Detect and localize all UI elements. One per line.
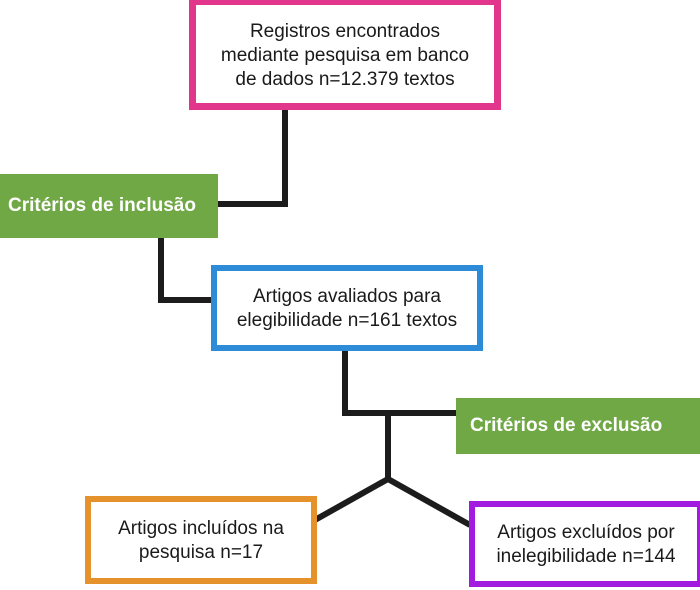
connector-split-to-included (304, 476, 390, 528)
connector-eligibility-to-exclusion (342, 351, 459, 416)
node-inclusion-criteria: Critérios de inclusão (0, 174, 218, 238)
node-records-identified: Registros encontrados mediante pesquisa … (189, 0, 501, 110)
node-articles-excluded-label: Artigos excluídos por inelegibilidade n=… (496, 521, 676, 567)
node-articles-included-label: Artigos incluídos na pesquisa n=17 (118, 517, 284, 563)
connector-inclusion-to-eligibility (158, 238, 214, 303)
node-exclusion-criteria: Critérios de exclusão (456, 398, 700, 454)
node-articles-included: Artigos incluídos na pesquisa n=17 (85, 496, 317, 584)
node-exclusion-criteria-label: Critérios de exclusão (470, 414, 663, 436)
node-articles-assessed: Artigos avaliados para elegibilidade n=1… (211, 265, 483, 351)
connector-split-to-excluded (386, 476, 472, 528)
connector-records-to-inclusion (215, 110, 288, 207)
node-records-identified-label: Registros encontrados mediante pesquisa … (220, 20, 470, 91)
node-articles-excluded: Artigos excluídos por inelegibilidade n=… (469, 501, 700, 587)
node-articles-assessed-label: Artigos avaliados para elegibilidade n=1… (236, 285, 458, 331)
node-inclusion-criteria-label: Critérios de inclusão (8, 194, 196, 216)
